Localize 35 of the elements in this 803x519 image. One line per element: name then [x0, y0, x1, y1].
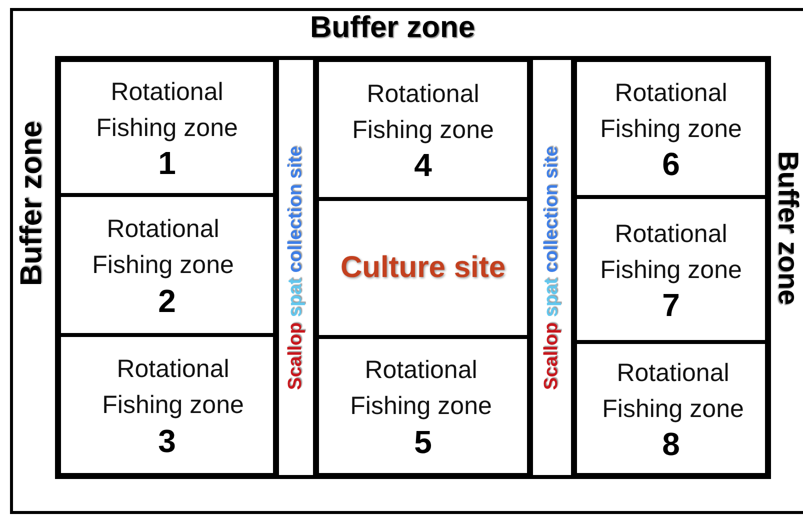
spat-collection-strip [275, 60, 317, 475]
fishing-zone-cell [575, 197, 767, 342]
fishing-zone-cell [59, 195, 275, 335]
fishing-zone-cell [59, 60, 275, 195]
fishing-zone-cell [317, 60, 529, 199]
spat-collection-label: Scallop spat collection site [285, 146, 307, 390]
culture-site-label: Culture site [340, 251, 506, 285]
zone-label: Rotational Fishing zone [349, 355, 493, 422]
zone-label: Rotational Fishing zone [95, 76, 239, 144]
zone-label: Rotational Fishing zone [599, 218, 743, 286]
zone-number: 5 [414, 424, 432, 460]
spat-collection-label: Scallop spat collection site [541, 146, 563, 390]
zone-number: 8 [662, 427, 680, 462]
zone-number: 6 [662, 147, 680, 182]
buffer-zone-label: Buffer zone [17, 121, 47, 286]
zone-label: Rotational Fishing zone [601, 358, 745, 425]
zone-number: 2 [158, 284, 176, 319]
zone-label: Rotational Fishing zone [351, 78, 495, 146]
buffer-zone-label: Buffer zone [310, 13, 475, 43]
zone-label: Rotational Fishing zone [599, 78, 743, 145]
zone-number: 7 [662, 288, 680, 324]
zone-label: Rotational Fishing zone [101, 354, 245, 422]
fishing-zone-cell [575, 342, 767, 475]
fishing-zone-cell [59, 335, 275, 475]
buffer-zone-border [10, 8, 803, 514]
zone-number: 1 [158, 146, 176, 182]
fishing-zone-cell [575, 60, 767, 197]
zone-number: 3 [158, 424, 176, 459]
zone-label: Rotational Fishing zone [91, 214, 235, 282]
spat-collection-strip [529, 60, 575, 475]
buffer-zone-label: Buffer zone [774, 151, 802, 305]
zone-number: 4 [414, 148, 432, 184]
zone-grid [55, 56, 771, 479]
fishing-zone-cell [317, 337, 529, 475]
culture-site-cell [317, 199, 529, 337]
